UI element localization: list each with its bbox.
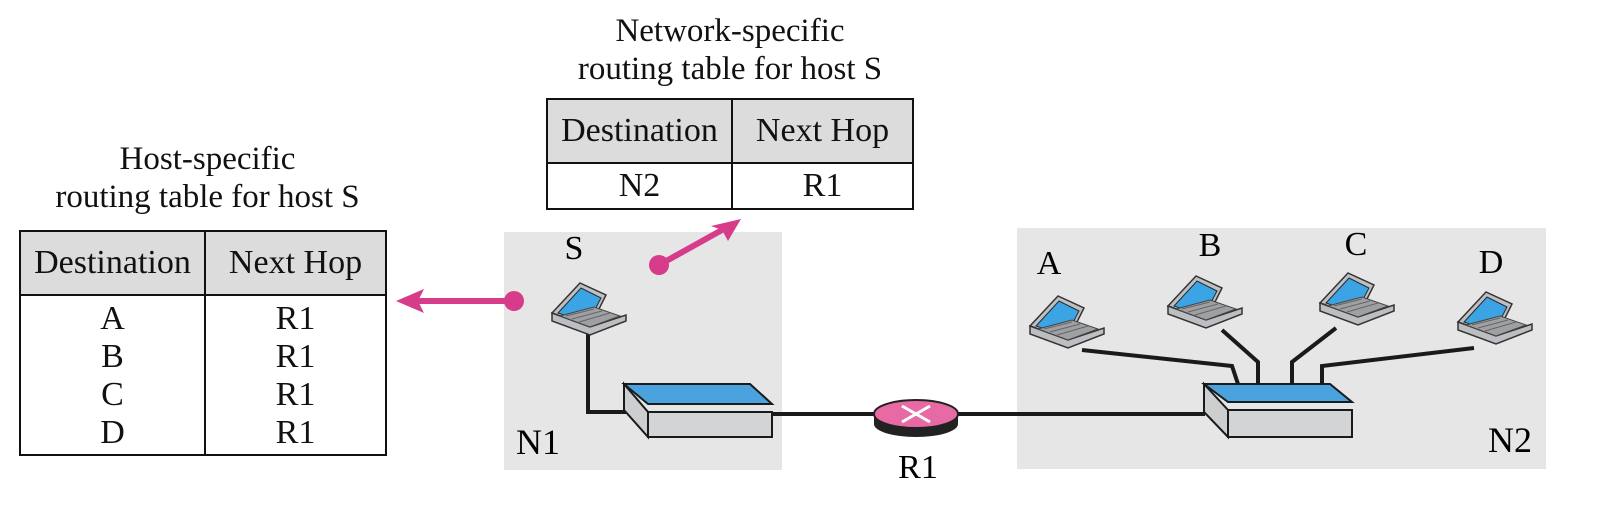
host-table-cell-destination: A xyxy=(19,295,206,338)
table-row: A R1 xyxy=(19,295,387,338)
host-table-title-line2: routing table for host S xyxy=(55,179,360,215)
host-table-cell-destination: D xyxy=(19,414,206,456)
table-row: D R1 xyxy=(19,414,387,456)
table-row: N2 R1 xyxy=(546,163,914,210)
table-row: B R1 xyxy=(19,338,387,376)
host-table-cell-next-hop: R1 xyxy=(204,295,387,338)
network-table-header-destination: Destination xyxy=(546,98,733,164)
network-n1-label: N1 xyxy=(516,422,560,462)
network-routing-table: Destination Next Hop N2 R1 xyxy=(546,98,914,210)
cables xyxy=(586,326,1475,416)
table-row: C R1 xyxy=(19,376,387,414)
network-table-title: Network-specific routing table for host … xyxy=(545,12,915,88)
host-table-cell-destination: C xyxy=(19,376,206,414)
host-table-cell-next-hop: R1 xyxy=(204,376,387,414)
host-table-cell-next-hop: R1 xyxy=(204,338,387,376)
network-table-cell-next-hop: R1 xyxy=(731,163,914,210)
network-table-cell-destination: N2 xyxy=(546,163,733,210)
network-table-header-next-hop: Next Hop xyxy=(731,98,914,164)
arrow-to-host-table-icon xyxy=(396,289,524,313)
host-c-label: C xyxy=(1345,226,1368,263)
arrow-to-network-table-icon xyxy=(649,219,741,275)
host-s-label: S xyxy=(565,230,584,267)
host-table-cell-next-hop: R1 xyxy=(204,414,387,456)
network-table-title-line1: Network-specific xyxy=(615,13,845,49)
host-d-label: D xyxy=(1479,244,1504,281)
network-n2-label: N2 xyxy=(1488,420,1532,460)
switch-icon xyxy=(1201,381,1355,440)
host-table-cell-destination: B xyxy=(19,338,206,376)
switch-icon xyxy=(621,381,775,440)
host-table-title-line1: Host-specific xyxy=(119,141,296,177)
host-table-header-next-hop: Next Hop xyxy=(204,230,387,296)
host-table-title: Host-specific routing table for host S xyxy=(20,140,395,216)
router-icon xyxy=(873,399,959,437)
router-r1-label: R1 xyxy=(898,449,938,486)
host-b-label: B xyxy=(1199,227,1222,264)
host-a-label: A xyxy=(1037,245,1062,282)
host-routing-table: Destination Next Hop A R1 B R1 C R1 D R1 xyxy=(19,230,387,456)
host-table-header-destination: Destination xyxy=(19,230,206,296)
network-table-title-line2: routing table for host S xyxy=(577,51,883,87)
